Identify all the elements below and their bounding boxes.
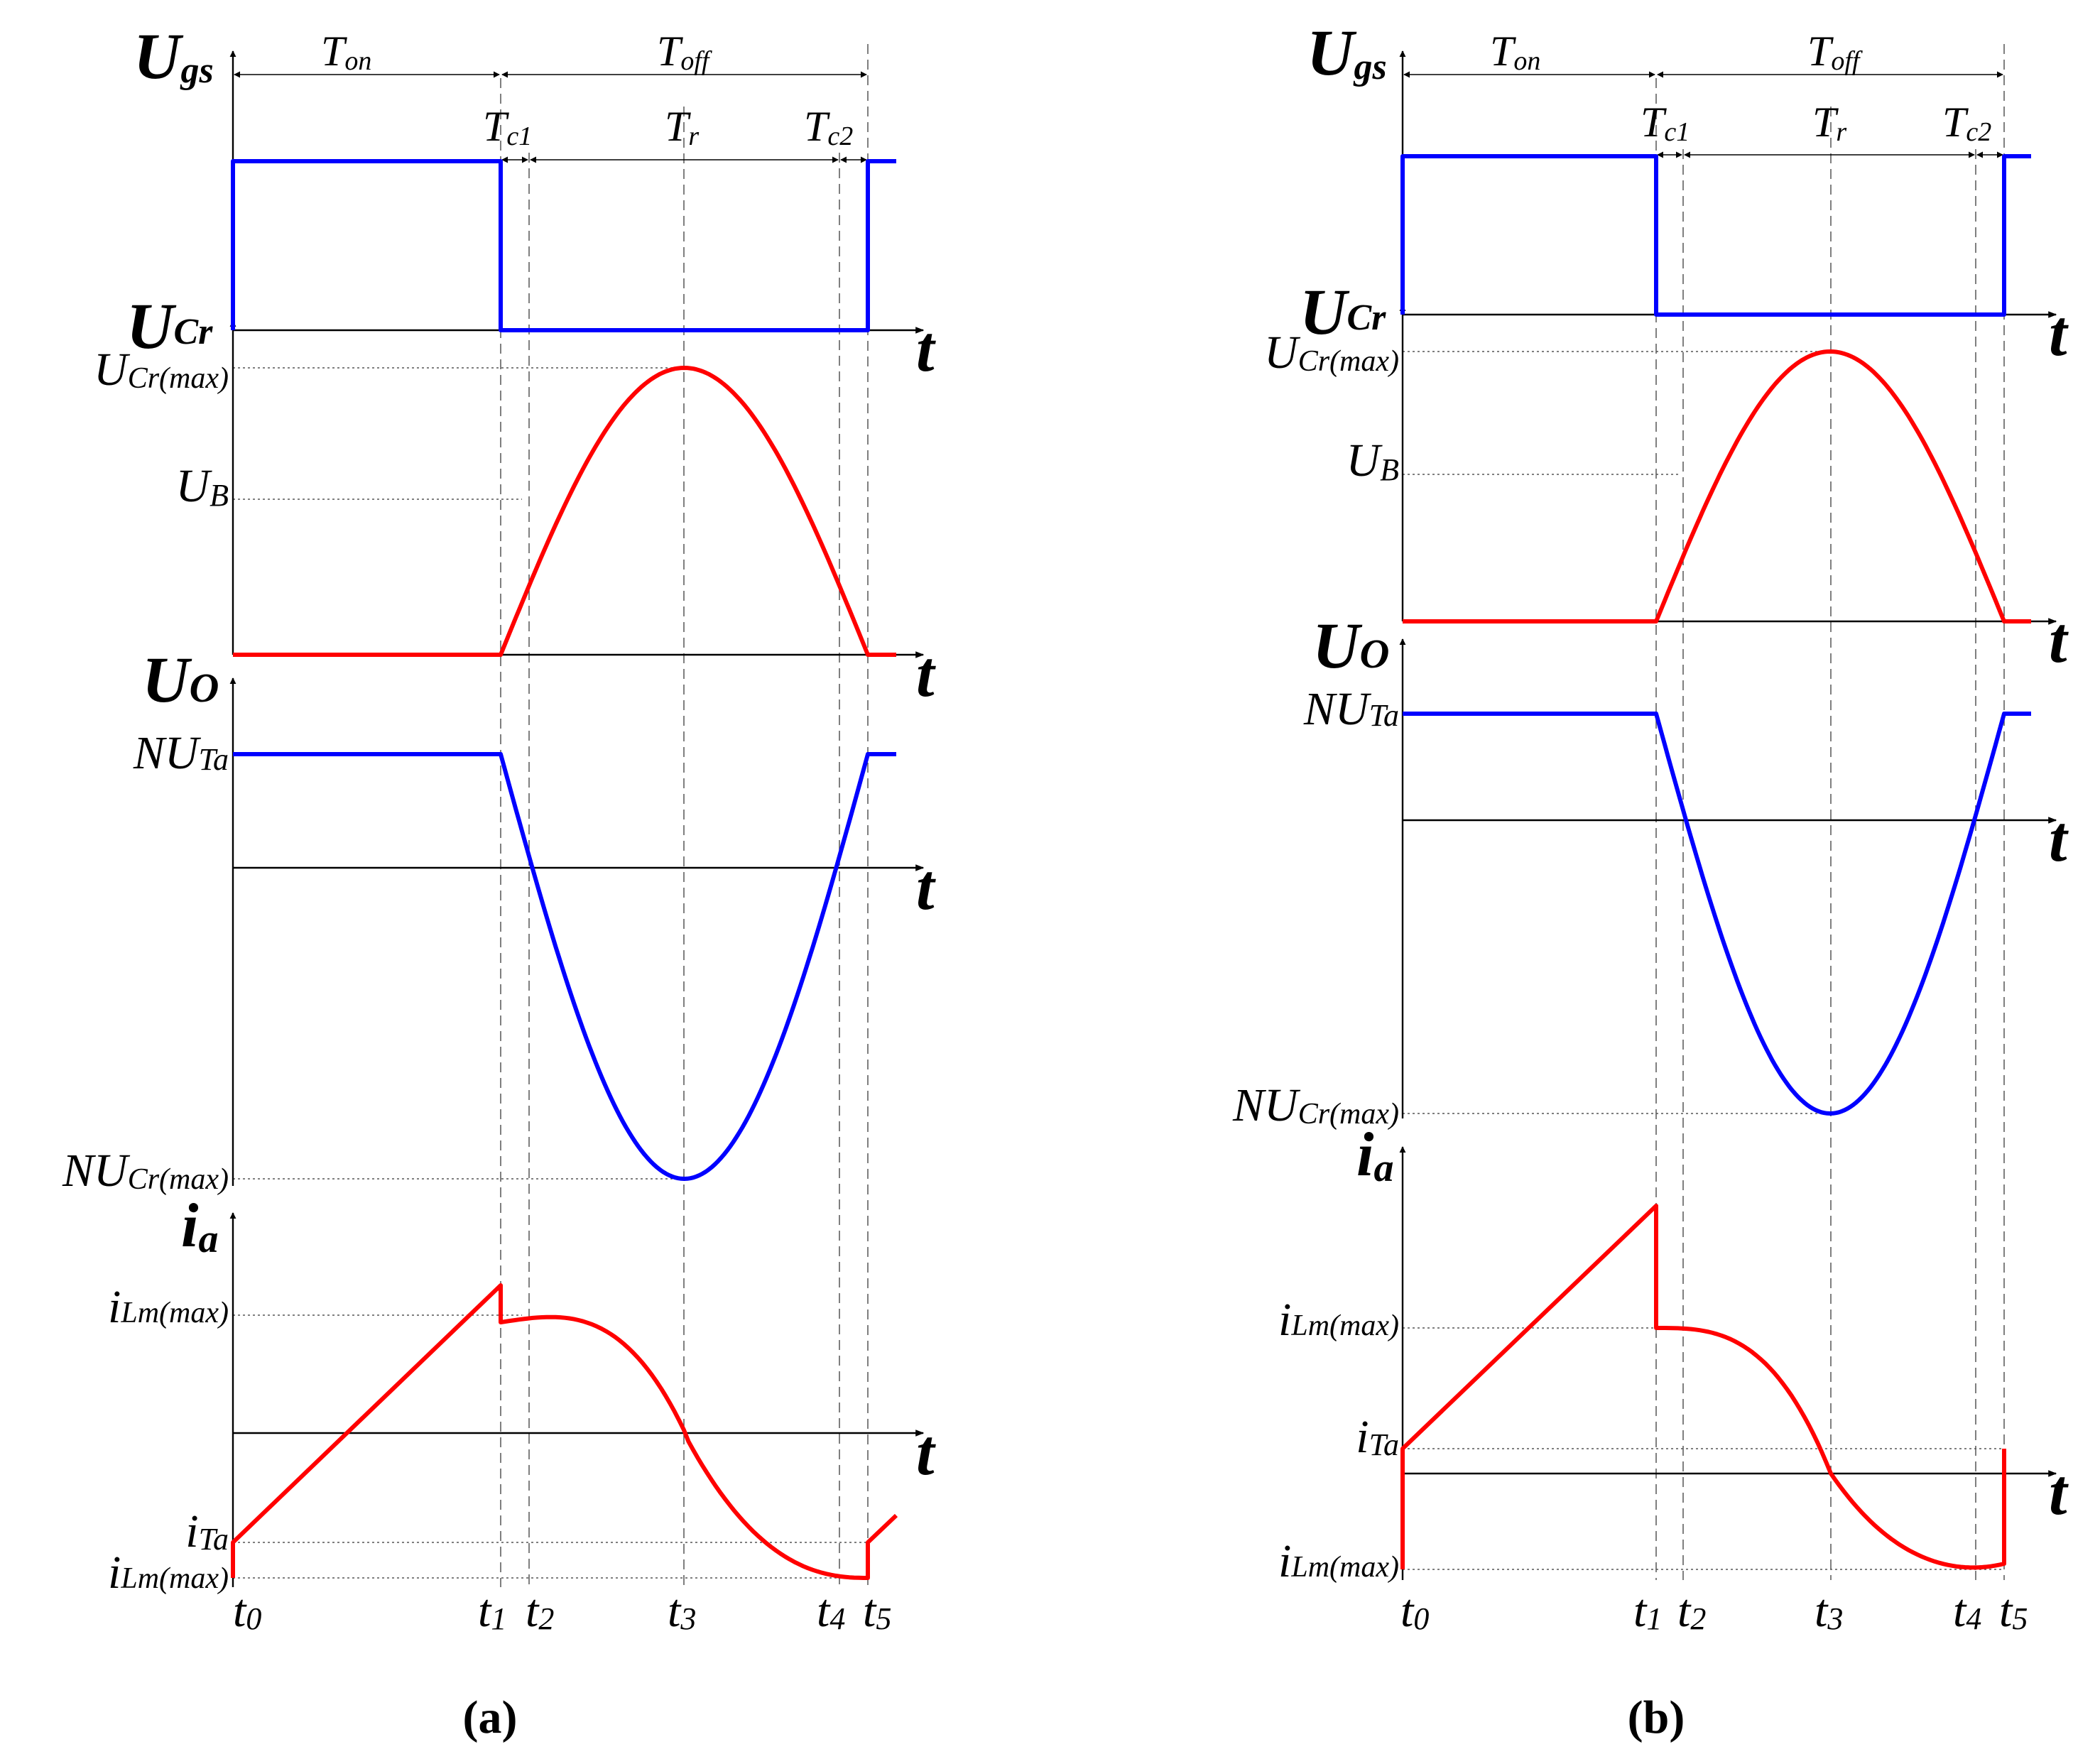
panel-a: Ton Toff Tc1 Tr Tc2 Ugs UCr UO ia UCr(ma… [62, 20, 936, 1743]
ton-label-b: Ton [1490, 28, 1540, 76]
ub-level-label-a: UB [175, 460, 229, 513]
toff-label-a: Toff [657, 28, 712, 76]
instant-t5-a: t5 [863, 1585, 891, 1637]
ia-signal-label-b: ia [1356, 1121, 1393, 1190]
instant-t0-a: t0 [233, 1585, 261, 1637]
instant-t2-a: t2 [526, 1585, 554, 1637]
ia-waveform-a [231, 1283, 898, 1580]
interval-dimensions-b [1403, 71, 2003, 158]
uo-signal-label-a: UO [142, 643, 219, 716]
ucr-max-level-label-a: UCr(max) [94, 344, 229, 396]
ucr-waveform-b [1403, 349, 2031, 623]
t-axis-label-a-3: t [916, 851, 936, 923]
ilm-max-pos-level-label-a: iLm(max) [108, 1281, 229, 1333]
tc1-label-a: Tc1 [483, 103, 532, 151]
panel-caption-a: (a) [463, 1692, 518, 1743]
toff-label-b: Toff [1807, 28, 1863, 76]
ugs-waveform-b [1400, 154, 2031, 317]
ub-level-label-b: UB [1346, 435, 1399, 487]
instant-t1-b: t1 [1633, 1585, 1662, 1637]
uo-waveform-b [1403, 712, 2031, 1116]
t-axis-label-a-1: t [916, 312, 936, 385]
ia-waveform-b [1400, 1204, 2006, 1570]
ton-label-a: Ton [321, 28, 371, 76]
tc2-label-a: Tc2 [804, 103, 853, 151]
instant-t3-b: t3 [1815, 1585, 1843, 1637]
nuta-level-label-a: NUTa [133, 727, 229, 779]
instant-t0-b: t0 [1400, 1585, 1429, 1637]
time-guides-b [1655, 44, 2005, 1580]
instant-t4-b: t4 [1953, 1585, 1981, 1637]
nuta-level-label-b: NUTa [1303, 683, 1399, 735]
tc1-label-b: Tc1 [1641, 99, 1690, 147]
t-axis-label-a-2: t [916, 638, 936, 710]
instant-t1-a: t1 [478, 1585, 506, 1637]
ilm-max-pos-level-label-b: iLm(max) [1278, 1294, 1399, 1346]
tr-label-a: Tr [665, 103, 699, 151]
instant-t5-b: t5 [1999, 1585, 2028, 1637]
axes-a [229, 50, 925, 1587]
t-axis-label-b-4: t [2049, 1456, 2069, 1528]
ita-level-label-b: iTa [1356, 1411, 1399, 1463]
instant-t4-a: t4 [817, 1585, 845, 1637]
level-guides-b [1403, 351, 2004, 1570]
tc2-label-b: Tc2 [1942, 99, 1991, 147]
nucr-max-level-label-b: NUCr(max) [1232, 1079, 1399, 1131]
instant-t2-b: t2 [1677, 1585, 1706, 1637]
panel-b: Ton Toff Tc1 Tr Tc2 Ugs UCr UO ia UCr(ma… [1232, 16, 2069, 1743]
panel-caption-b: (b) [1628, 1692, 1685, 1743]
ilm-max-neg-level-label-a: iLm(max) [108, 1547, 229, 1599]
time-guides-a [500, 44, 869, 1587]
t-axis-label-b-3: t [2049, 802, 2069, 875]
ugs-signal-label-a: Ugs [134, 20, 214, 92]
ucr-signal-label-a: UCr [126, 290, 213, 362]
ia-signal-label-a: ia [181, 1192, 218, 1261]
t-axis-label-a-4: t [916, 1416, 936, 1488]
interval-dimensions-a [234, 71, 867, 163]
axes-b [1399, 50, 2057, 1580]
t-axis-label-b-1: t [2049, 297, 2069, 369]
ilm-max-neg-level-label-b: iLm(max) [1278, 1535, 1399, 1587]
ucr-signal-label-b: UCr [1300, 276, 1386, 348]
level-guides-a [233, 367, 868, 1579]
ugs-signal-label-b: Ugs [1307, 16, 1387, 89]
ita-level-label-a: iTa [185, 1505, 229, 1557]
instant-t3-a: t3 [668, 1585, 696, 1637]
nucr-max-level-label-a: NUCr(max) [62, 1145, 229, 1197]
uo-waveform-a [233, 752, 896, 1181]
t-axis-label-b-2: t [2049, 604, 2069, 676]
ugs-waveform-a [231, 159, 896, 332]
ucr-waveform-a [233, 366, 896, 657]
ucr-max-level-label-b: UCr(max) [1264, 327, 1399, 379]
tr-label-b: Tr [1812, 99, 1846, 147]
uo-signal-label-b: UO [1312, 609, 1389, 682]
